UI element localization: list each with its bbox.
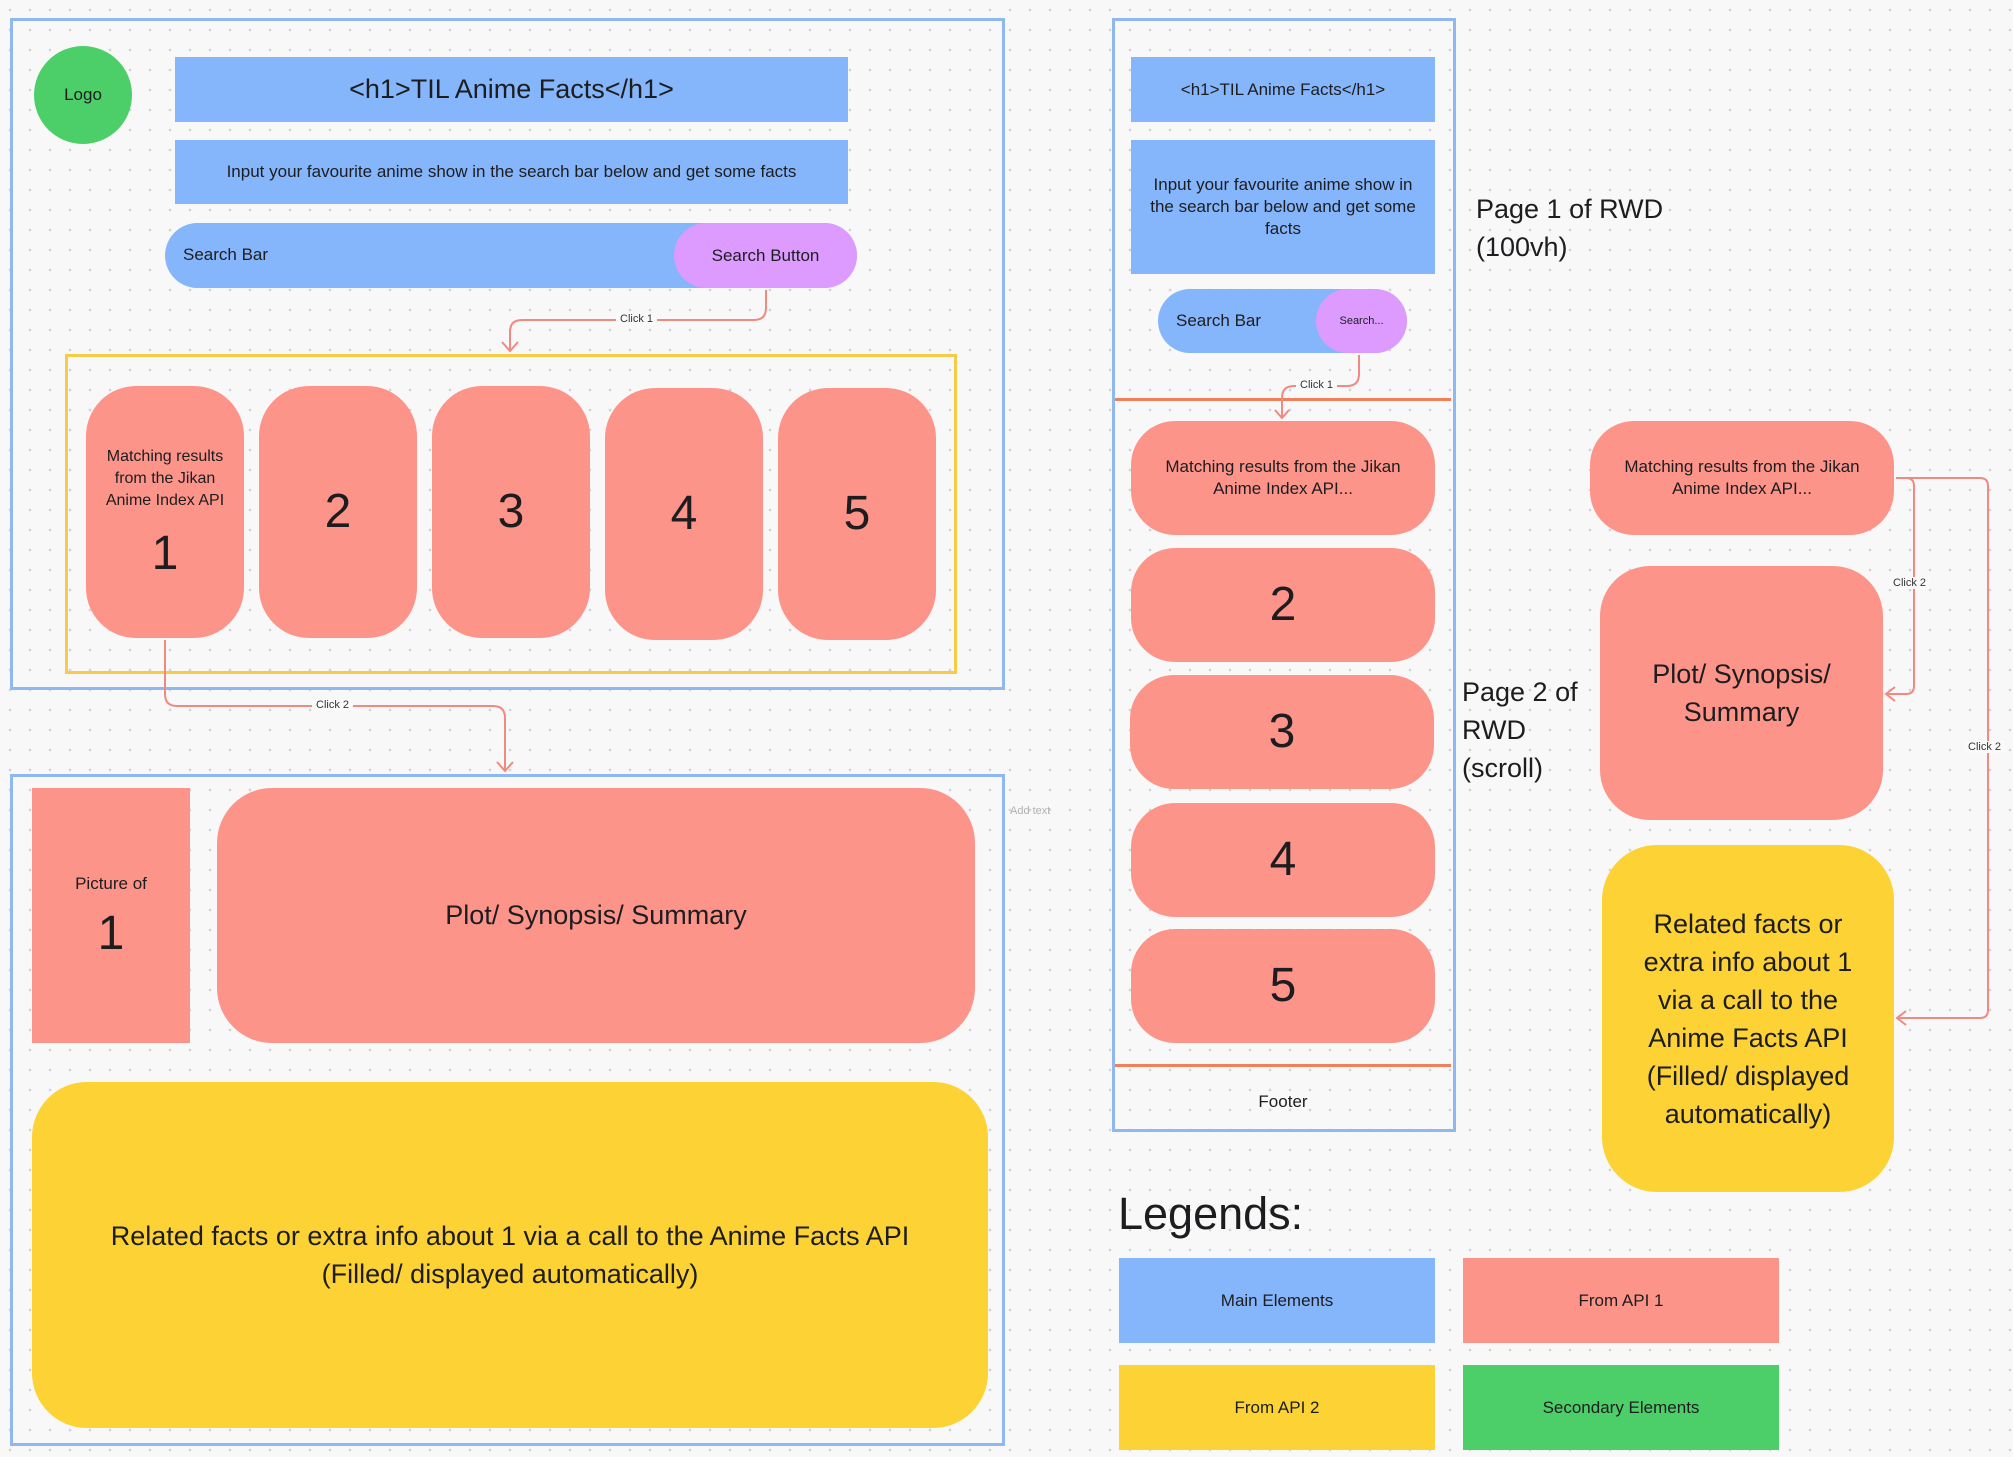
result-card-3[interactable]: 3 [432, 386, 590, 638]
add-text-hint[interactable]: Add text [1010, 805, 1051, 817]
result-card-5[interactable]: 5 [778, 388, 936, 640]
page-title: <h1>TIL Anime Facts</h1> [175, 57, 848, 122]
related-facts-line-1: Related facts or extra info about 1 via … [110, 1221, 910, 1251]
mobile-plot-summary: Plot/ Synopsis/ Summary [1600, 566, 1883, 820]
legend-from-api-2: From API 2 [1119, 1365, 1435, 1450]
result-card-1-text: Matching results from the Jikan Anime In… [105, 448, 225, 509]
picture-placeholder: Picture of 1 [32, 788, 190, 1043]
detail-page-frame [10, 774, 1005, 1446]
mobile-click1-label: Click 1 [1296, 379, 1338, 391]
mobile-search-bar-label: Search Bar [1176, 311, 1262, 330]
legend-from-api-1: From API 1 [1463, 1258, 1779, 1343]
desktop-page-frame [10, 18, 1005, 690]
mobile-result-card-2[interactable]: 2 [1131, 548, 1435, 662]
mobile-click2a-label: Click 2 [1889, 577, 1931, 589]
picture-number: 1 [97, 906, 125, 960]
mobile-result-card-3[interactable]: 3 [1130, 675, 1434, 789]
result-card-2[interactable]: 2 [259, 386, 417, 638]
mobile-result-card-5[interactable]: 5 [1131, 929, 1435, 1043]
mobile-title: <h1>TIL Anime Facts</h1> [1131, 57, 1435, 122]
result-card-4[interactable]: 4 [605, 388, 763, 640]
related-facts-line-2: (Filled/ displayed automatically) [321, 1259, 699, 1289]
mobile-footer-divider [1115, 1064, 1451, 1067]
mobile-footer: Footer [1258, 1092, 1308, 1111]
legend-main-elements: Main Elements [1119, 1258, 1435, 1343]
mobile-click2b-arrowhead [1895, 1010, 1907, 1026]
mobile-page-frame [1112, 18, 1456, 1132]
picture-label: Picture of [75, 873, 147, 893]
mobile-click2a-arrowhead [1884, 686, 1896, 702]
page-subtitle: Input your favourite anime show in the s… [175, 140, 848, 204]
related-facts: Related facts or extra info about 1 via … [32, 1082, 988, 1428]
result-card-1-number: 1 [151, 527, 179, 580]
page-2-label: Page 2 of RWD (scroll) [1462, 677, 1578, 783]
mobile-related-facts: Related facts or extra info about 1 via … [1602, 845, 1894, 1192]
search-button[interactable]: Search Button [674, 223, 857, 288]
mobile-search-button[interactable]: Search... [1316, 289, 1407, 353]
plot-summary: Plot/ Synopsis/ Summary [217, 788, 975, 1043]
desktop-click1-label: Click 1 [616, 313, 658, 325]
results-frame [65, 354, 957, 674]
mobile-result-card-4[interactable]: 4 [1131, 803, 1435, 917]
desktop-click2-label: Click 2 [312, 699, 354, 711]
logo[interactable]: Logo [34, 46, 132, 144]
mobile-result-card-1[interactable]: Matching results from the Jikan Anime In… [1131, 421, 1435, 535]
legend-secondary-elements: Secondary Elements [1463, 1365, 1779, 1450]
legend-title: Legends: [1118, 1188, 1304, 1239]
mobile-click2b-label: Click 2 [1964, 741, 2006, 753]
mobile-detail-result-card[interactable]: Matching results from the Jikan Anime In… [1590, 421, 1894, 535]
desktop-click2-arrowhead [496, 761, 514, 773]
search-bar-label: Search Bar [183, 245, 269, 264]
result-card-1[interactable]: Matching results from the Jikan Anime In… [86, 386, 244, 638]
mobile-header-divider [1115, 398, 1451, 401]
page-1-label: Page 1 of RWD (100vh) [1476, 194, 1664, 262]
mobile-subtitle: Input your favourite anime show in the s… [1131, 140, 1435, 274]
